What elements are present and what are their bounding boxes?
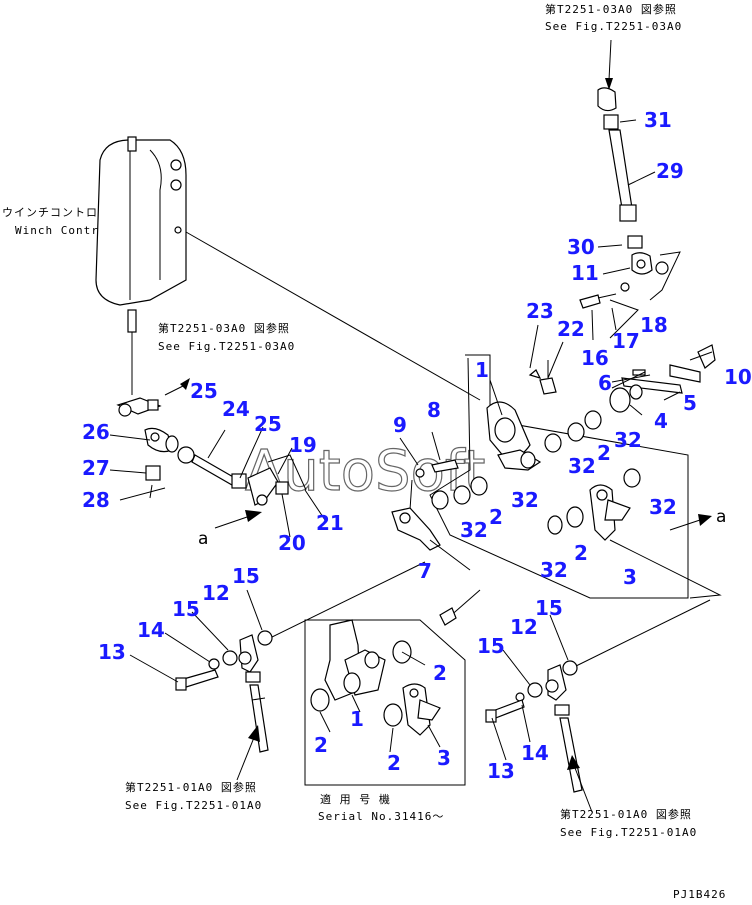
callout-4: 4 xyxy=(654,409,668,433)
callout-5: 5 xyxy=(683,391,697,415)
callout-32-c: 32 xyxy=(511,488,539,512)
link-assembly xyxy=(391,459,471,571)
ref-bottom-right-jp: 第T2251-01A0 図参照 xyxy=(560,807,692,821)
callout-15-d: 15 xyxy=(477,634,505,658)
arrow-a-left: a xyxy=(198,510,262,549)
callout-10: 10 xyxy=(724,365,752,389)
leader-lines xyxy=(109,119,713,761)
ref-bottom-left-en: See Fig.T2251-01A0 xyxy=(125,799,262,812)
ref-top-jp: 第T2251-03A0 図参照 xyxy=(545,2,677,16)
callout-inset-1: 1 xyxy=(350,707,364,731)
callout-20: 20 xyxy=(278,531,306,555)
callout-30: 30 xyxy=(567,235,595,259)
callout-2-a: 2 xyxy=(597,441,611,465)
callout-3: 3 xyxy=(623,565,637,589)
callout-26: 26 xyxy=(82,420,110,444)
bottom-left-clevis xyxy=(175,630,273,781)
callout-18: 18 xyxy=(640,313,668,337)
callout-32-e: 32 xyxy=(460,518,488,542)
arrow-label-left: a xyxy=(198,529,208,549)
bottom-right-clevis xyxy=(485,660,593,813)
connector-left xyxy=(269,561,426,639)
callout-32-b: 32 xyxy=(568,454,596,478)
callout-14-b: 14 xyxy=(521,741,549,765)
ref-top-en: See Fig.T2251-03A0 xyxy=(545,20,682,33)
callout-inset-3: 3 xyxy=(437,746,451,770)
callout-24: 24 xyxy=(222,397,250,421)
connector-right xyxy=(571,599,711,669)
arrow-label-right: a xyxy=(716,507,726,527)
figure-code: PJ1B426 xyxy=(673,888,726,901)
callout-inset-2-b: 2 xyxy=(314,733,328,757)
right-pin-assembly xyxy=(609,344,716,413)
callout-22: 22 xyxy=(557,317,585,341)
callout-25-b: 25 xyxy=(254,412,282,436)
callout-1: 1 xyxy=(475,358,489,382)
callout-21: 21 xyxy=(316,511,344,535)
serial-en: Serial No.31416〜 xyxy=(318,810,444,823)
callout-9: 9 xyxy=(393,413,407,437)
ref-left-en: See Fig.T2251-03A0 xyxy=(158,340,295,353)
main-lever-assembly xyxy=(429,354,722,599)
callout-2-c: 2 xyxy=(574,541,588,565)
callout-14-a: 14 xyxy=(137,618,165,642)
callout-28: 28 xyxy=(82,488,110,512)
callout-17: 17 xyxy=(612,329,640,353)
callout-6: 6 xyxy=(598,371,612,395)
callout-27: 27 xyxy=(82,456,110,480)
callout-15-b: 15 xyxy=(172,597,200,621)
callout-8: 8 xyxy=(427,398,441,422)
callout-15-c: 15 xyxy=(535,596,563,620)
callout-13-a: 13 xyxy=(98,640,126,664)
callout-32-a: 32 xyxy=(614,428,642,452)
callout-32-d: 32 xyxy=(649,495,677,519)
callout-32-f: 32 xyxy=(540,558,568,582)
callout-23: 23 xyxy=(526,299,554,323)
top-rod-assembly xyxy=(579,39,681,339)
arrow-a-right: a xyxy=(669,507,726,531)
callout-15-a: 15 xyxy=(232,564,260,588)
callout-16: 16 xyxy=(581,346,609,370)
callout-numbers: 31 29 30 11 18 23 22 16 17 10 1 6 5 4 8 … xyxy=(82,108,752,783)
callout-2-b: 2 xyxy=(489,505,503,529)
ref-bottom-left-jp: 第T2251-01A0 図参照 xyxy=(125,780,257,794)
callout-12-a: 12 xyxy=(202,581,230,605)
serial-jp: 適 用 号 機 xyxy=(320,792,391,806)
callout-31: 31 xyxy=(644,108,672,132)
callout-11: 11 xyxy=(571,261,599,285)
callout-inset-2-a: 2 xyxy=(433,661,447,685)
callout-29: 29 xyxy=(656,159,684,183)
callout-19: 19 xyxy=(289,433,317,457)
inset-serial-variant xyxy=(304,589,481,786)
callout-7: 7 xyxy=(418,559,432,583)
winch-control-box xyxy=(95,136,481,401)
upper-left-rod-end xyxy=(116,378,190,417)
callout-12-b: 12 xyxy=(510,615,538,639)
ref-left-jp: 第T2251-03A0 図参照 xyxy=(158,321,290,335)
callout-13-b: 13 xyxy=(487,759,515,783)
ref-bottom-right-en: See Fig.T2251-01A0 xyxy=(560,826,697,839)
callout-25-a: 25 xyxy=(190,379,218,403)
callout-inset-2-c: 2 xyxy=(387,751,401,775)
